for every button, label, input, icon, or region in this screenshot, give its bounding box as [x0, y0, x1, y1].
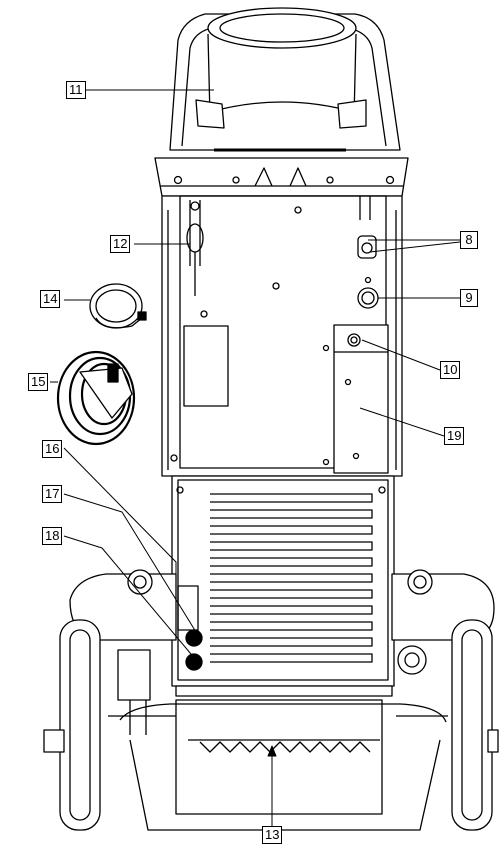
callout-11: 11 [66, 81, 86, 99]
main-body [161, 195, 403, 477]
callout-12: 12 [110, 235, 131, 253]
shoulder-plate [154, 157, 409, 197]
callout-17: 17 [42, 485, 63, 503]
hose-coil-large [56, 350, 136, 446]
callout-14: 14 [40, 290, 61, 308]
callout-10: 10 [440, 361, 461, 379]
base-tray [119, 699, 447, 831]
wheels [43, 569, 499, 831]
callout-19: 19 [444, 427, 465, 445]
callout-18: 18 [42, 527, 63, 545]
callout-13: 13 [262, 826, 283, 844]
top-handle [169, 7, 401, 152]
callout-15: 15 [28, 373, 49, 391]
leader-lines [50, 89, 461, 830]
cable-coil-small [89, 283, 147, 329]
callout-16: 16 [42, 440, 63, 458]
callout-8: 8 [460, 231, 478, 249]
callout-9: 9 [460, 289, 478, 307]
lower-body [171, 475, 395, 713]
